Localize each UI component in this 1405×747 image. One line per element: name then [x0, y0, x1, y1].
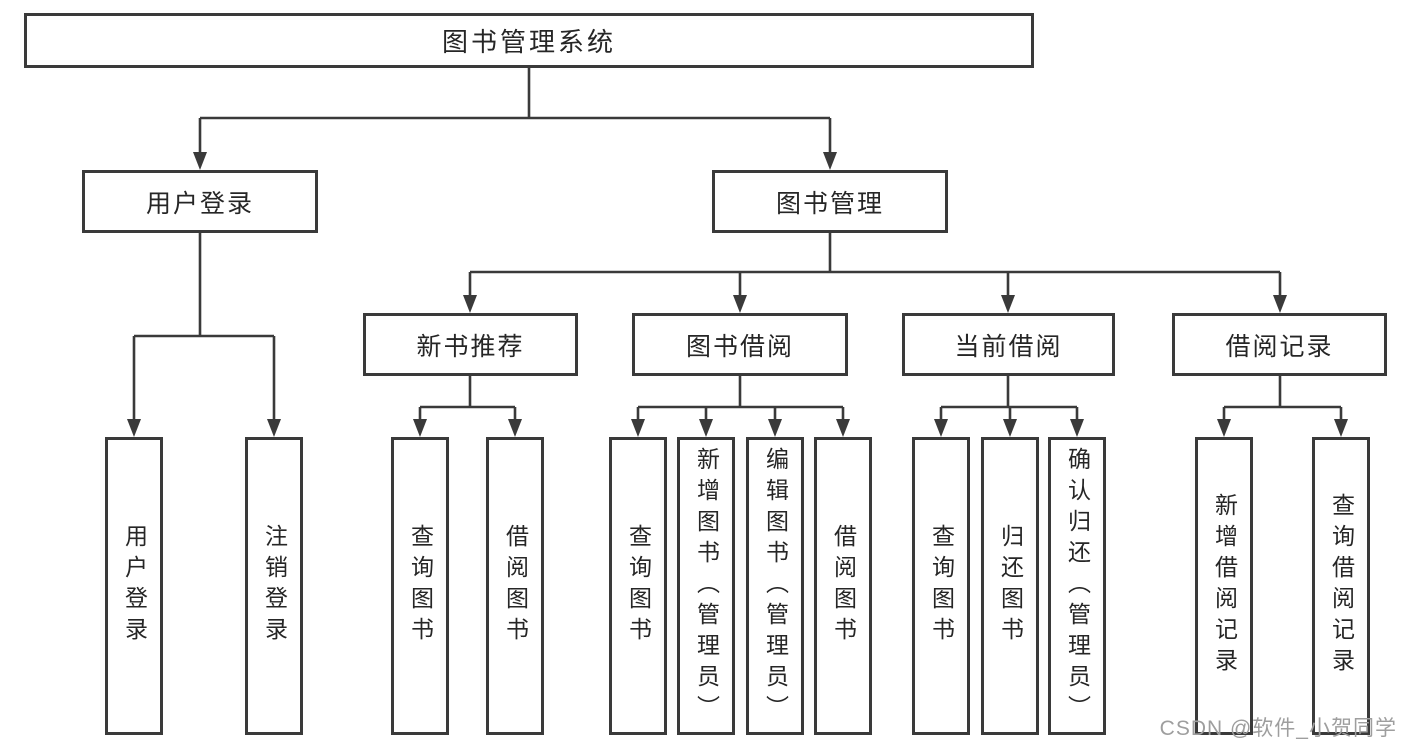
leaf-borrowing-add-books-admin-label: 新增图书（管理员） [693, 446, 720, 726]
leaf-recommend-query-books-label: 查询图书 [407, 524, 434, 648]
node-new-book-recommendation-label: 新书推荐 [416, 332, 525, 361]
connector-user-login-to-leaves [127, 233, 281, 437]
leaf-user-login: 用户登录 [105, 437, 163, 735]
leaf-current-return-books-label: 归还图书 [997, 524, 1024, 648]
leaf-current-confirm-return-admin-label: 确认归还（管理员） [1064, 446, 1091, 726]
node-book-borrowing-label: 图书借阅 [685, 332, 794, 361]
leaf-borrowing-edit-books-admin-label: 编辑图书（管理员） [762, 446, 789, 726]
node-user-login-label: 用户登录 [145, 189, 254, 218]
connector-book-borrow-to-leaves [631, 376, 850, 437]
leaf-recommend-borrow-books: 借阅图书 [486, 437, 544, 735]
connector-borrow-records-to-leaves [1217, 376, 1348, 437]
leaf-current-return-books: 归还图书 [981, 437, 1039, 735]
leaf-current-confirm-return-admin: 确认归还（管理员） [1048, 437, 1106, 735]
node-borrowing-records-label: 借阅记录 [1225, 332, 1334, 361]
leaf-borrowing-query-books-label: 查询图书 [625, 524, 652, 648]
leaf-recommend-borrow-books-label: 借阅图书 [502, 524, 529, 648]
leaf-records-query-record: 查询借阅记录 [1312, 437, 1370, 735]
leaf-current-query-books: 查询图书 [912, 437, 970, 735]
leaf-records-add-record-label: 新增借阅记录 [1211, 493, 1238, 679]
leaf-logout: 注销登录 [245, 437, 303, 735]
node-root-label: 图书管理系统 [441, 27, 616, 57]
leaf-logout-label: 注销登录 [261, 524, 288, 648]
node-current-borrowing-label: 当前借阅 [954, 332, 1063, 361]
node-book-borrowing: 图书借阅 [632, 313, 848, 376]
leaf-recommend-query-books: 查询图书 [391, 437, 449, 735]
node-borrowing-records: 借阅记录 [1172, 313, 1387, 376]
csdn-watermark: CSDN @软件_小贺同学 [1159, 717, 1397, 740]
leaf-user-login-label: 用户登录 [121, 524, 148, 648]
node-user-login: 用户登录 [82, 170, 318, 233]
connector-root-to-level2 [193, 68, 837, 170]
node-book-management-label: 图书管理 [775, 189, 884, 218]
connector-new-book-to-leaves [413, 376, 522, 437]
connector-book-mgmt-to-level3 [463, 233, 1287, 313]
node-root: 图书管理系统 [24, 13, 1034, 68]
leaf-borrowing-borrow-books: 借阅图书 [814, 437, 872, 735]
node-current-borrowing: 当前借阅 [902, 313, 1115, 376]
connector-current-borrow-to-leaves [934, 376, 1084, 437]
leaf-current-query-books-label: 查询图书 [928, 524, 955, 648]
leaf-borrowing-borrow-books-label: 借阅图书 [830, 524, 857, 648]
leaf-borrowing-query-books: 查询图书 [609, 437, 667, 735]
leaf-borrowing-add-books-admin: 新增图书（管理员） [677, 437, 735, 735]
leaf-records-add-record: 新增借阅记录 [1195, 437, 1253, 735]
leaf-borrowing-edit-books-admin: 编辑图书（管理员） [746, 437, 804, 735]
leaf-records-query-record-label: 查询借阅记录 [1328, 493, 1355, 679]
node-book-management: 图书管理 [712, 170, 948, 233]
node-new-book-recommendation: 新书推荐 [363, 313, 578, 376]
